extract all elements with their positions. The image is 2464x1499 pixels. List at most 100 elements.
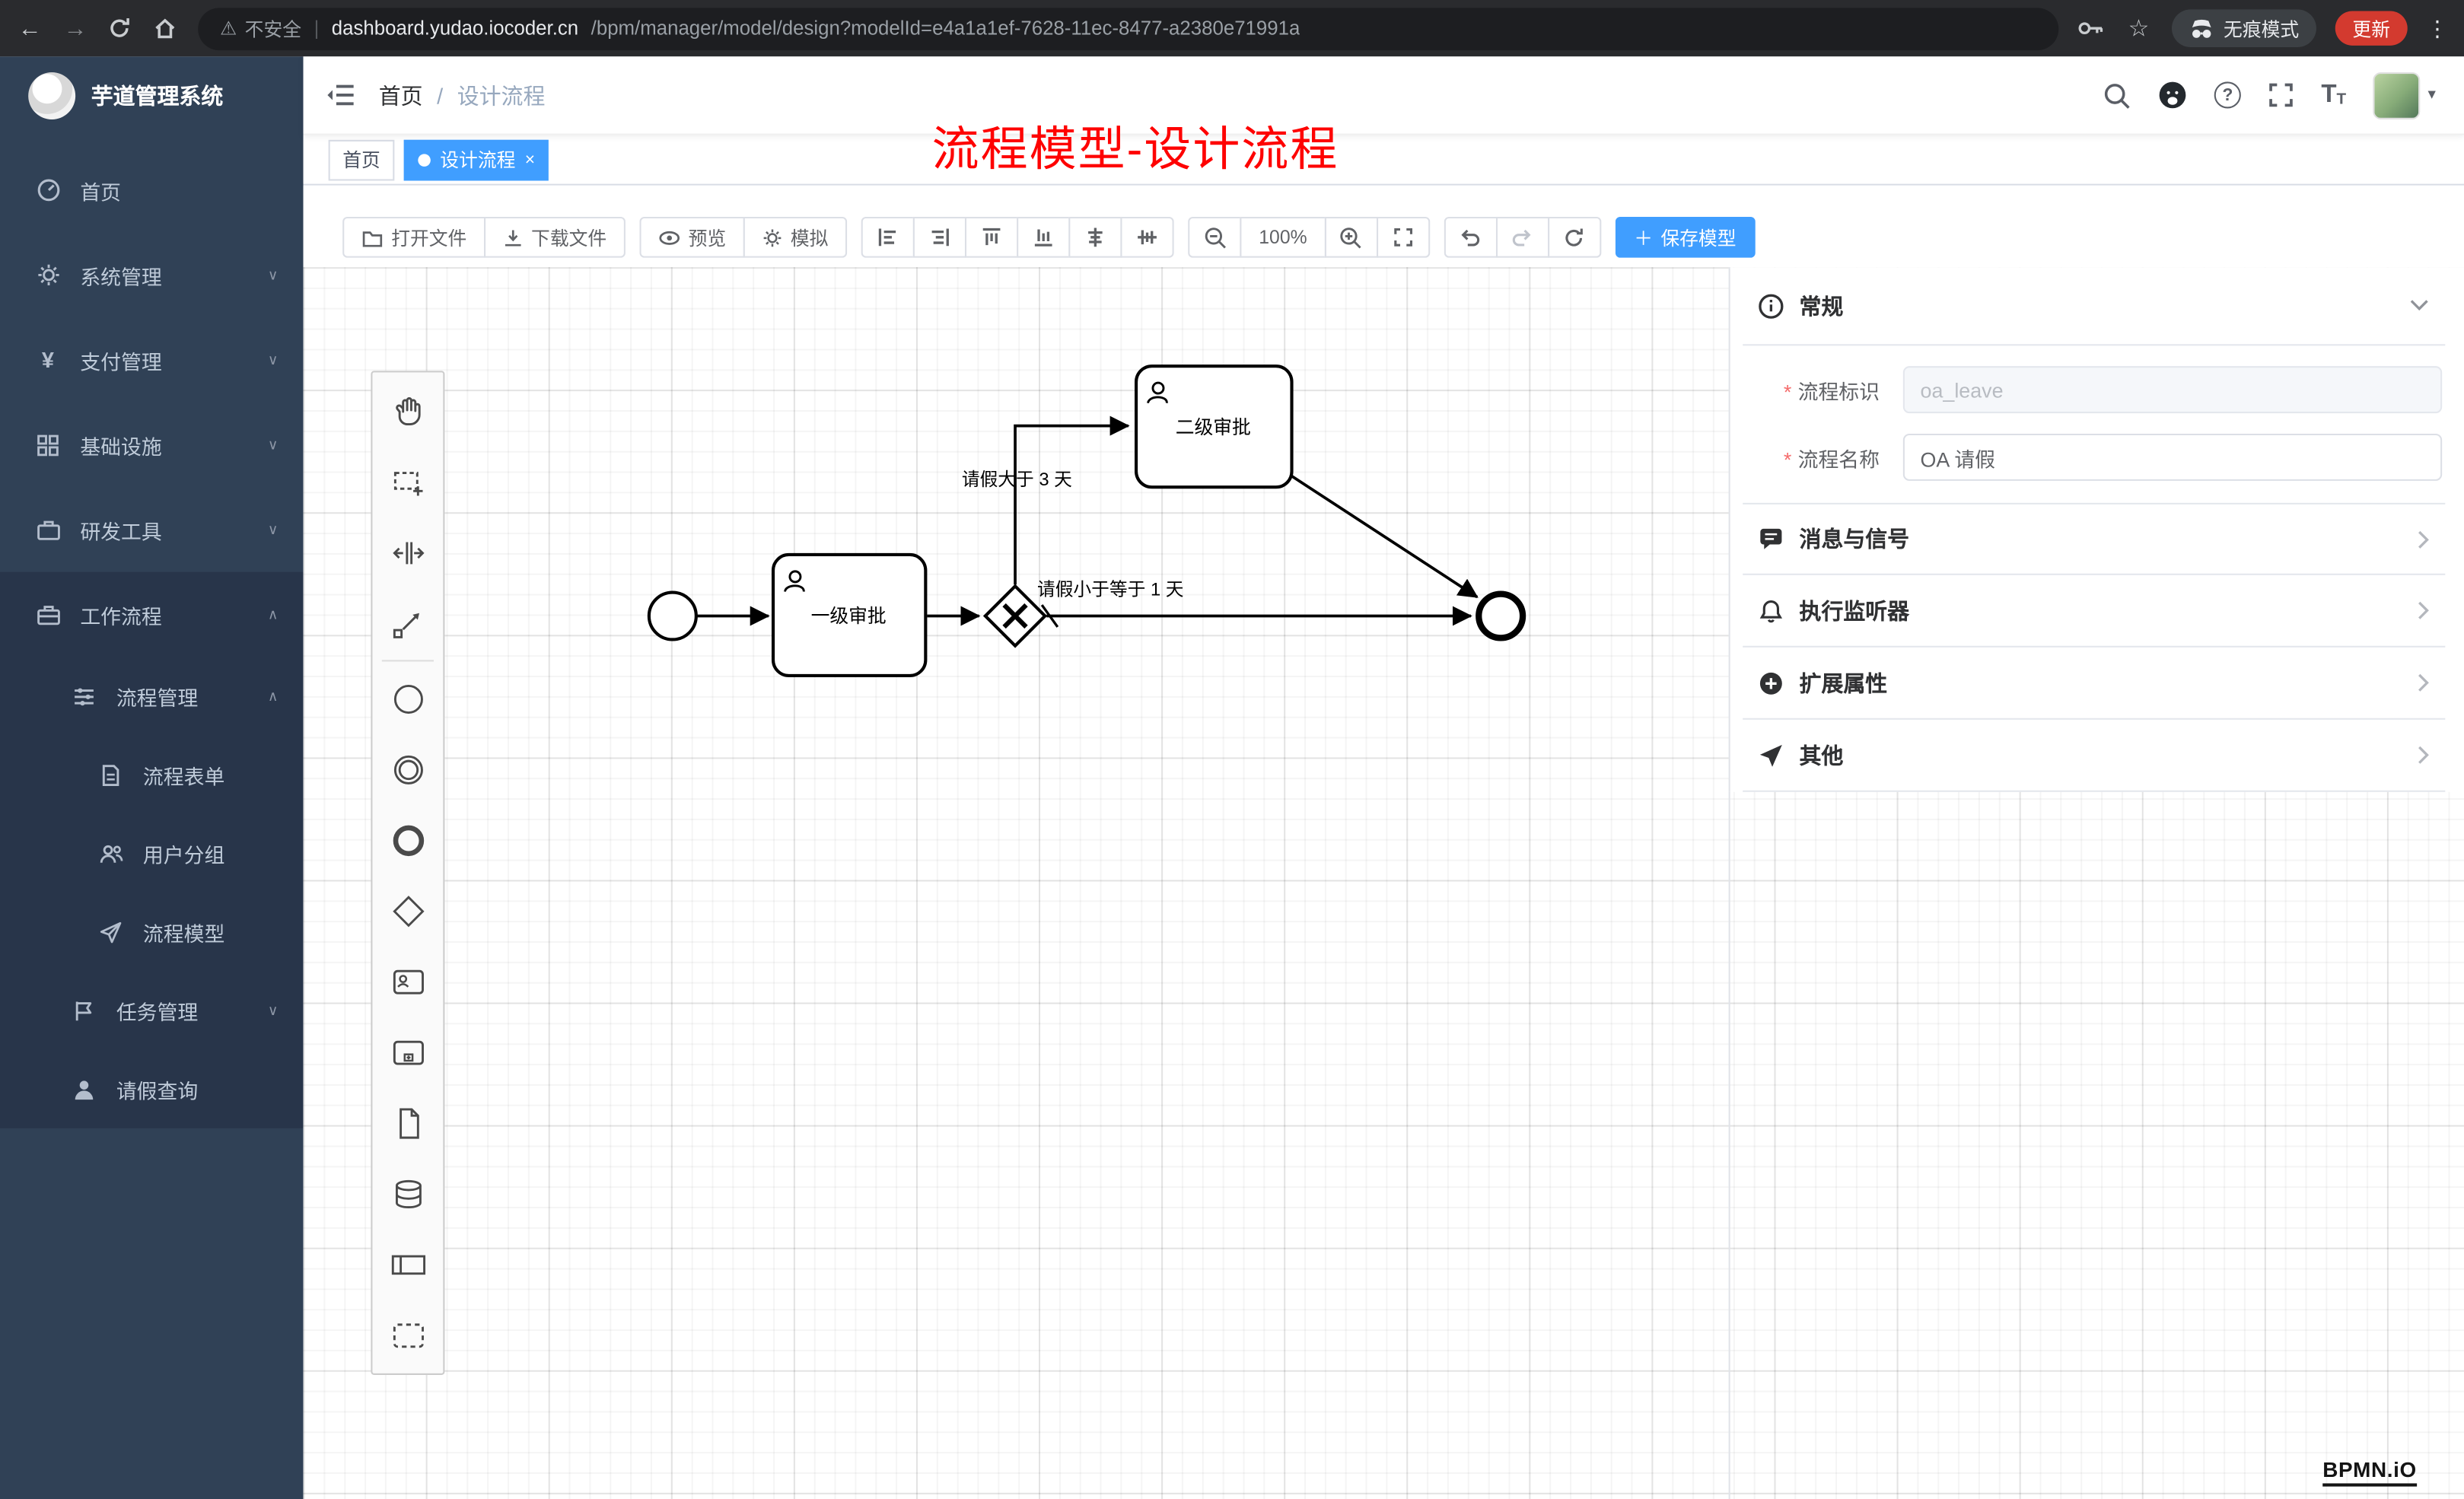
download-file-button[interactable]: 下载文件 bbox=[484, 216, 626, 258]
sidebar-collapse-button[interactable] bbox=[325, 83, 355, 107]
bpmn-diagram: 一级审批 二级审批 bbox=[647, 364, 1526, 678]
process-key-input[interactable] bbox=[1902, 366, 2443, 414]
sidebar-item-process-model[interactable]: 流程模型 bbox=[0, 893, 304, 971]
person-icon bbox=[71, 1077, 97, 1101]
create-intermediate-event[interactable] bbox=[372, 734, 443, 804]
sidebar-item-process-mgmt[interactable]: 流程管理 ∧ bbox=[0, 657, 304, 735]
tab-design-process[interactable]: 设计流程 × bbox=[403, 138, 549, 180]
create-data-object[interactable] bbox=[372, 1087, 443, 1158]
end-event-node[interactable] bbox=[1476, 590, 1526, 641]
palette-separator bbox=[381, 660, 434, 662]
sidebar-item-label: 任务管理 bbox=[116, 1000, 199, 1024]
save-model-label: 保存模型 bbox=[1660, 227, 1737, 250]
bpmn-canvas[interactable]: 一级审批 二级审批 bbox=[303, 267, 2464, 1499]
sidebar-item-task-mgmt[interactable]: 任务管理 ∨ bbox=[0, 971, 304, 1049]
section-other[interactable]: 其他 bbox=[1743, 720, 2446, 792]
home-button[interactable] bbox=[152, 16, 180, 41]
align-top-button[interactable] bbox=[965, 216, 1019, 258]
sidebar-item-infra[interactable]: 基础设施 ∨ bbox=[0, 403, 304, 488]
align-center-horizontal-button[interactable] bbox=[1068, 216, 1122, 258]
create-participant[interactable] bbox=[372, 1229, 443, 1300]
zoom-out-button[interactable] bbox=[1188, 216, 1242, 258]
help-button[interactable]: ? bbox=[2214, 81, 2241, 109]
site-security-indicator[interactable]: ⚠ 不安全 bbox=[220, 15, 301, 42]
close-icon[interactable]: × bbox=[524, 150, 536, 169]
align-right-button[interactable] bbox=[912, 216, 967, 258]
align-center-v-icon bbox=[1138, 230, 1157, 245]
sidebar-logo[interactable]: 芋道管理系统 bbox=[0, 56, 304, 135]
browser-menu-button[interactable]: ⋮ bbox=[2426, 14, 2449, 40]
flow-label-gt3[interactable]: 请假大于 3 天 bbox=[962, 469, 1072, 490]
create-user-task[interactable] bbox=[372, 946, 443, 1017]
undo-icon bbox=[1461, 229, 1480, 247]
sidebar-item-payment[interactable]: ¥ 支付管理 ∨ bbox=[0, 317, 304, 403]
simulate-button[interactable]: 模拟 bbox=[743, 216, 848, 258]
save-model-button[interactable]: ＋ 保存模型 bbox=[1615, 216, 1756, 258]
sidebar-item-process-form[interactable]: 流程表单 bbox=[0, 735, 304, 813]
github-button[interactable] bbox=[2158, 80, 2188, 110]
sidebar-item-home[interactable]: 首页 bbox=[0, 148, 304, 233]
redo-button[interactable] bbox=[1495, 216, 1549, 258]
align-center-vertical-button[interactable] bbox=[1120, 216, 1174, 258]
sidebar-item-devtools[interactable]: 研发工具 ∨ bbox=[0, 487, 304, 572]
search-button[interactable] bbox=[2103, 81, 2131, 109]
user-menu[interactable]: ▾ bbox=[2373, 71, 2436, 119]
create-group[interactable] bbox=[372, 1300, 443, 1370]
create-subprocess[interactable] bbox=[372, 1017, 443, 1087]
sidebar-item-user-group[interactable]: 用户分组 bbox=[0, 814, 304, 893]
section-messages-signals[interactable]: 消息与信号 bbox=[1743, 502, 2446, 575]
reload-button[interactable] bbox=[107, 16, 135, 41]
chrome-update-button[interactable]: 更新 bbox=[2335, 11, 2408, 46]
undo-button[interactable] bbox=[1444, 216, 1498, 258]
exclusive-gateway-node[interactable] bbox=[982, 584, 1048, 648]
zoom-level-button[interactable]: 100% bbox=[1240, 216, 1326, 258]
lasso-tool[interactable] bbox=[372, 446, 443, 517]
bookmark-star-icon[interactable]: ☆ bbox=[2128, 14, 2150, 42]
zoom-reset-button[interactable] bbox=[1376, 216, 1430, 258]
task2-node[interactable]: 二级审批 bbox=[1135, 364, 1294, 489]
section-extended-attributes[interactable]: 扩展属性 bbox=[1743, 648, 2446, 720]
global-connect-tool[interactable] bbox=[372, 587, 443, 658]
data-object-icon bbox=[399, 1107, 419, 1138]
key-icon[interactable] bbox=[2076, 14, 2106, 43]
zoom-in-button[interactable] bbox=[1324, 216, 1378, 258]
hand-tool[interactable] bbox=[372, 376, 443, 447]
forward-button[interactable]: → bbox=[63, 14, 88, 42]
sidebar-item-label: 研发工具 bbox=[80, 519, 162, 543]
flow-label-le1[interactable]: 请假小于等于 1 天 bbox=[1037, 580, 1184, 600]
space-tool[interactable] bbox=[372, 517, 443, 587]
section-general[interactable]: 常规 bbox=[1743, 267, 2446, 346]
create-end-event[interactable] bbox=[372, 804, 443, 875]
sidebar-item-leave-query[interactable]: 请假查询 bbox=[0, 1049, 304, 1128]
align-bottom-button[interactable] bbox=[1017, 216, 1071, 258]
sidebar-item-label: 流程模型 bbox=[142, 921, 225, 946]
flow-gateway-to-task2[interactable] bbox=[1014, 415, 1130, 585]
fullscreen-button[interactable] bbox=[2268, 81, 2294, 108]
sidebar-item-workflow[interactable]: 工作流程 ∧ bbox=[0, 572, 304, 657]
open-file-button[interactable]: 打开文件 bbox=[342, 216, 486, 258]
task1-node[interactable]: 一级审批 bbox=[771, 552, 928, 678]
tab-home[interactable]: 首页 bbox=[328, 138, 395, 180]
section-execution-listeners[interactable]: 执行监听器 bbox=[1743, 575, 2446, 648]
flow-task2-to-end[interactable] bbox=[1291, 475, 1479, 599]
panel-divider bbox=[1728, 267, 1730, 1499]
breadcrumb-home[interactable]: 首页 bbox=[378, 82, 423, 108]
sequence-flows[interactable] bbox=[696, 415, 1479, 628]
url-bar[interactable]: ⚠ 不安全 | dashboard.yudao.iocoder.cn /bpm/… bbox=[198, 7, 2059, 50]
create-gateway[interactable] bbox=[372, 875, 443, 946]
download-file-label: 下载文件 bbox=[531, 227, 607, 250]
preview-button[interactable]: 预览 bbox=[639, 216, 745, 258]
create-data-store[interactable] bbox=[372, 1158, 443, 1229]
warning-icon: ⚠ bbox=[220, 17, 237, 40]
bpmn-io-logo[interactable]: BPMN.iO bbox=[2322, 1458, 2417, 1487]
create-start-event[interactable] bbox=[372, 663, 443, 734]
restart-button[interactable] bbox=[1547, 216, 1601, 258]
back-button[interactable]: ← bbox=[18, 14, 42, 42]
sidebar-item-system[interactable]: 系统管理 ∨ bbox=[0, 233, 304, 318]
start-event-node[interactable] bbox=[647, 590, 698, 641]
align-left-button[interactable] bbox=[861, 216, 915, 258]
zoom-out-icon bbox=[1204, 227, 1226, 248]
home-icon bbox=[155, 18, 175, 39]
process-name-input[interactable] bbox=[1902, 433, 2443, 481]
